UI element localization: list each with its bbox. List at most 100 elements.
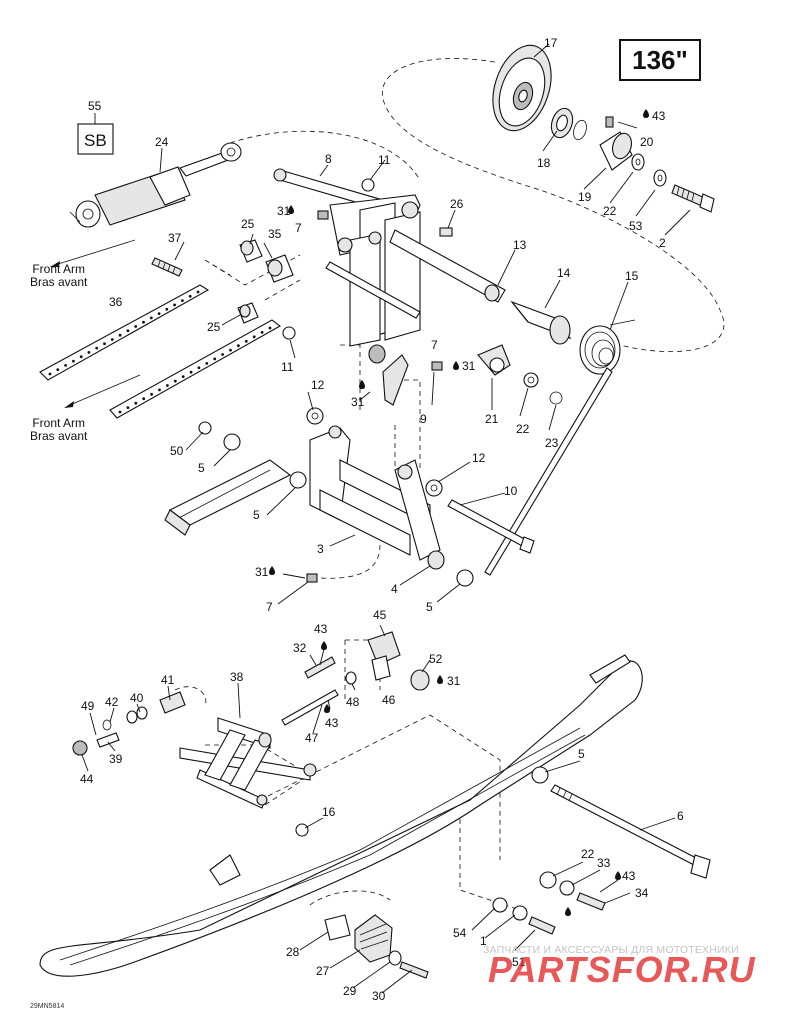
- rear-arm: [179, 717, 317, 809]
- strap-hole: [87, 351, 91, 354]
- rear-axle-parts: [72, 691, 186, 756]
- front-arm-label-upper: Front Arm Bras avant: [30, 263, 87, 289]
- callout-45: 45: [373, 608, 387, 622]
- bolt-10: [447, 499, 535, 554]
- idler-spacer: [599, 131, 633, 171]
- strap-hole: [72, 359, 75, 363]
- callout-16: 16: [322, 805, 336, 819]
- callout-5-slide: 5: [578, 747, 585, 761]
- adjuster-screw-32: [304, 656, 336, 679]
- washer-50: [198, 421, 212, 435]
- pivot-lower-outline: [319, 544, 381, 579]
- bolt-6: [550, 784, 711, 879]
- callout-13: 13: [513, 238, 527, 252]
- strap-hole: [229, 348, 232, 352]
- strap-hole: [173, 303, 177, 307]
- strap-hole: [95, 346, 99, 350]
- strap-hole: [165, 307, 169, 311]
- washer-5d: [531, 766, 549, 784]
- callout-39: 39: [109, 752, 123, 766]
- slide-rail: [39, 654, 643, 977]
- decal-text: SB: [84, 131, 107, 150]
- strap-hole: [268, 326, 272, 330]
- callout-35: 35: [268, 227, 282, 241]
- callout-55: 55: [88, 99, 102, 113]
- callout-4: 4: [391, 582, 398, 596]
- strap-hole: [166, 384, 169, 387]
- callout-19: 19: [578, 190, 592, 204]
- callout-11-upper: 11: [378, 153, 391, 167]
- strap-hole: [188, 294, 192, 298]
- front-arm-en-upper: Front Arm: [32, 262, 86, 276]
- callout-26: 26: [450, 197, 464, 211]
- callout-49: 49: [81, 699, 95, 713]
- callout-9: 9: [420, 412, 427, 426]
- callout-23: 23: [545, 436, 559, 450]
- callout-5-upper: 5: [198, 461, 205, 475]
- nut-7b: [317, 210, 329, 220]
- front-arm-fr-lower: Bras avant: [30, 429, 88, 443]
- callout-3: 3: [317, 542, 324, 556]
- diagram-code: 29MN5814: [30, 1003, 65, 1010]
- spacer-25-upper: [239, 239, 263, 263]
- spacer-35: [265, 254, 294, 283]
- rear-block: [367, 631, 401, 681]
- callout-54: 54: [453, 926, 467, 940]
- slider-27: [354, 914, 393, 963]
- callout-14: 14: [557, 266, 571, 280]
- pin-28: [324, 914, 351, 941]
- lube-drop-icon: [269, 566, 275, 575]
- callout-18: 18: [537, 156, 551, 170]
- spacer-25-lower: [237, 302, 259, 324]
- strap-holes-lower: [118, 326, 272, 414]
- front-arm-arrow-lower: [64, 374, 141, 408]
- lube-drop-icon: [288, 205, 294, 214]
- washer-5a: [223, 433, 241, 451]
- callout-22-idler: 22: [603, 204, 617, 218]
- callout-10: 10: [504, 484, 518, 498]
- callout-28: 28: [286, 945, 300, 959]
- callout-1: 1: [480, 934, 487, 948]
- callout-48: 48: [346, 695, 360, 709]
- callout-53: 53: [629, 219, 643, 233]
- strap-hole: [221, 353, 225, 356]
- strap-hole: [64, 364, 67, 367]
- washer-12b: [425, 479, 443, 497]
- bolt-26: [439, 227, 453, 237]
- strap-holes-upper: [48, 290, 200, 376]
- callout-42: 42: [105, 695, 119, 709]
- washer-48: [345, 671, 357, 685]
- callout-2: 2: [659, 236, 666, 250]
- snap-ring: [549, 391, 563, 405]
- washer-22a: [631, 153, 645, 171]
- rail-outline: [259, 714, 521, 911]
- idler-bolt: [671, 184, 715, 213]
- strap-hole: [110, 338, 114, 341]
- strap-hole: [181, 375, 185, 378]
- callout-31-block: 31: [447, 674, 461, 688]
- torsion-spring: [484, 319, 636, 576]
- callout-20: 20: [640, 135, 654, 149]
- lube-drop-icon: [453, 361, 459, 370]
- rail-slide-upper: [164, 459, 292, 536]
- strap-hole: [205, 362, 209, 365]
- strap-hole: [181, 299, 184, 302]
- cross-shaft-bushing: [510, 300, 572, 345]
- callout-33: 33: [597, 856, 611, 870]
- callout-46: 46: [382, 693, 396, 707]
- nut-11b: [282, 326, 296, 340]
- callout-52: 52: [429, 652, 443, 666]
- strap-hole: [157, 312, 161, 315]
- strap-hole: [118, 410, 122, 414]
- front-arm-label-lower: Front Arm Bras avant: [30, 417, 87, 443]
- strap-hole: [142, 320, 145, 324]
- strap-hole: [189, 370, 193, 374]
- lube-drop-icon: [359, 380, 365, 389]
- callout-7-lower: 7: [266, 600, 273, 614]
- axle-outline: [174, 686, 207, 706]
- strap-hole: [48, 372, 52, 376]
- washer-16: [295, 823, 309, 837]
- callout-36: 36: [109, 295, 123, 309]
- middle-arm: [309, 425, 441, 561]
